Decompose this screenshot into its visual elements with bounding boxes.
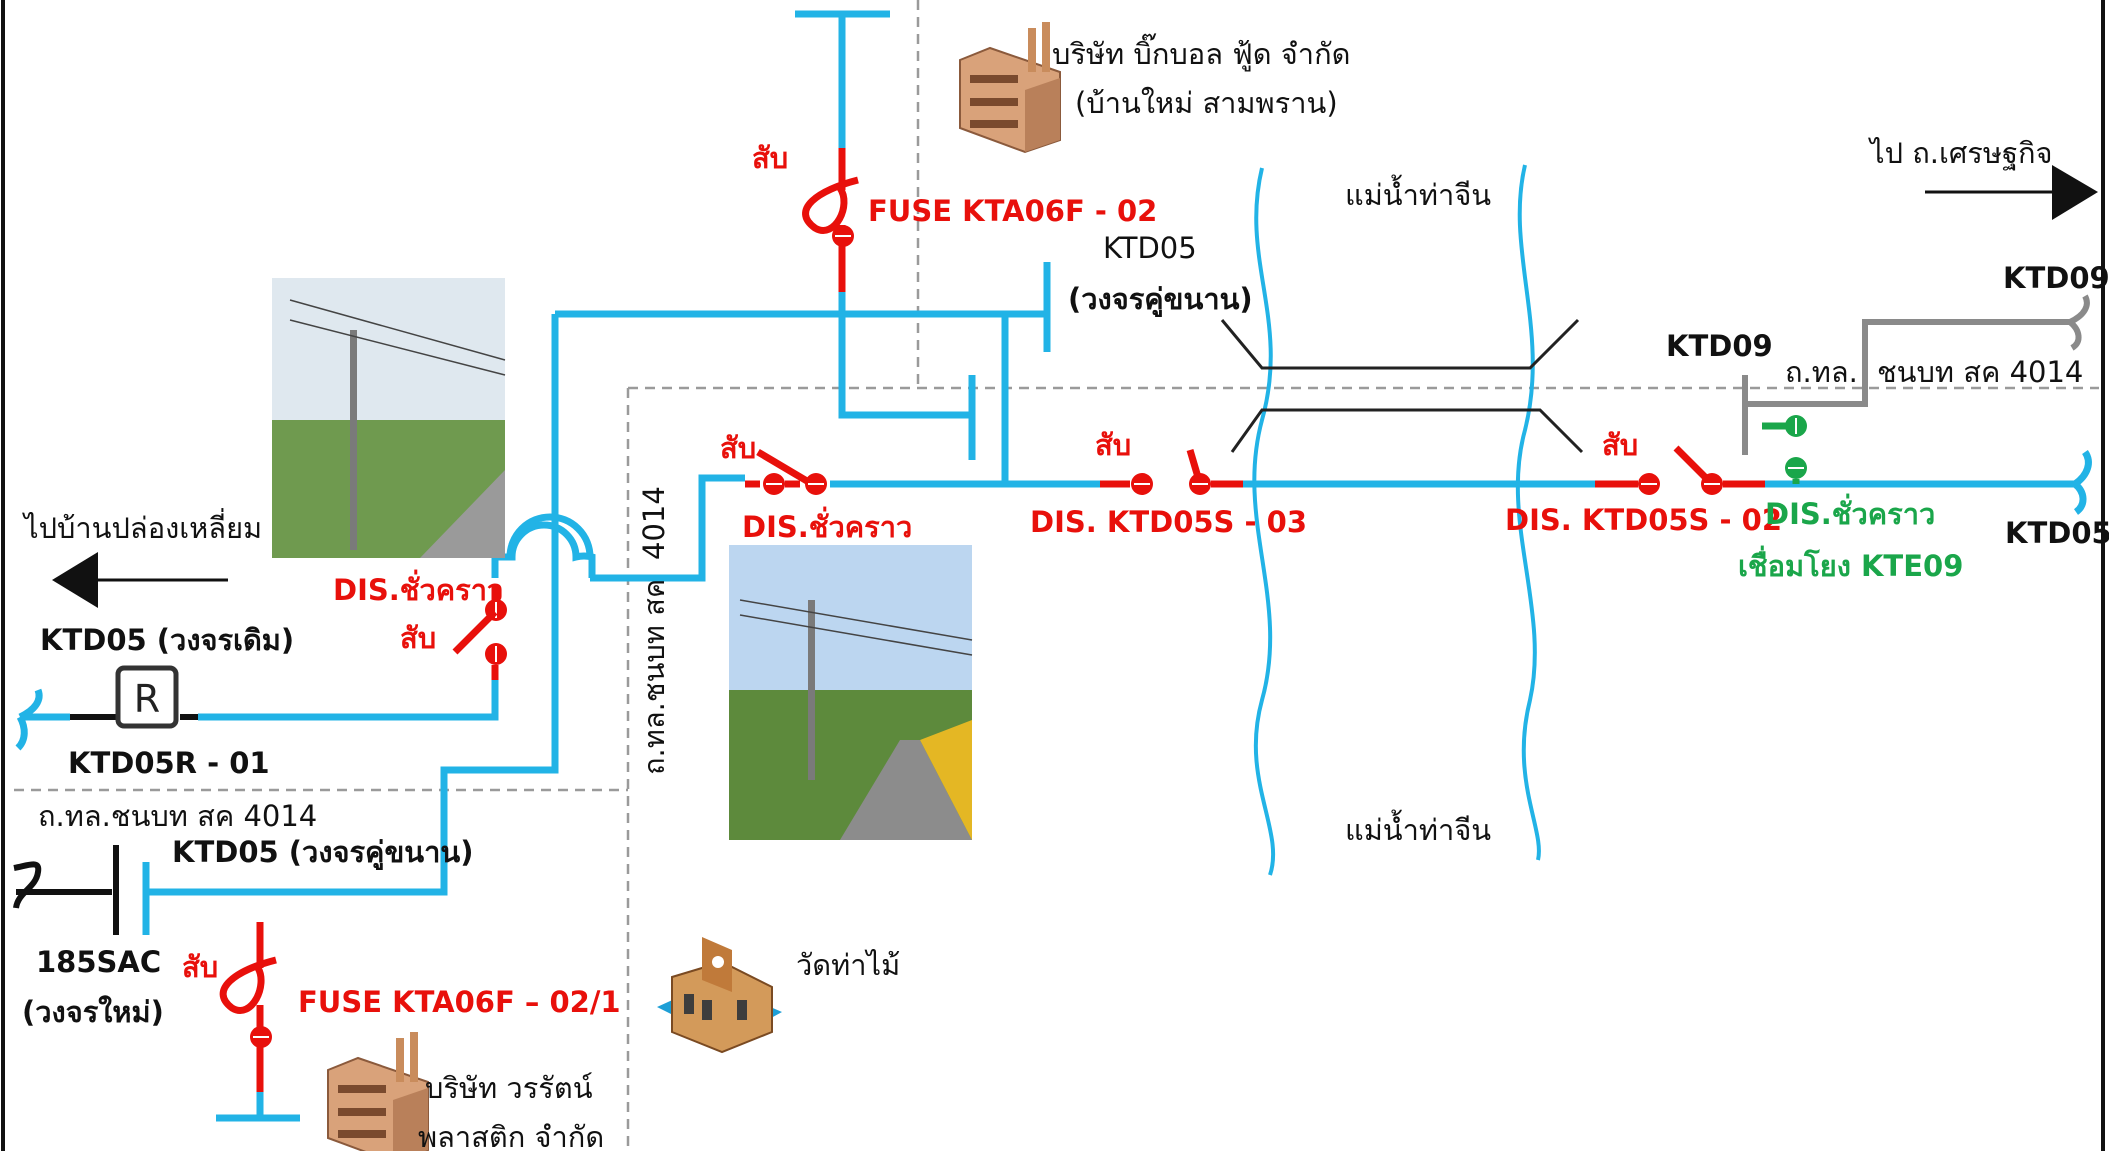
dis-temporary-2[interactable] <box>452 585 507 680</box>
factory-icon <box>959 22 1061 154</box>
ktd05-label: KTD05 <box>1103 231 1197 265</box>
dis-ktd05s-03-label: DIS. KTD05S - 03 <box>1030 505 1307 539</box>
dis-temporary-green[interactable] <box>1762 415 1807 484</box>
company-top-location: (บ้านใหม่ สามพราน) <box>1075 86 1338 120</box>
label-to-setthakit: ไป ถ.เศรษฐกิจ <box>1868 136 2053 171</box>
ktd09-label-left: KTD09 <box>1666 329 1773 363</box>
temple-label: วัดท่าไม้ <box>796 948 900 982</box>
switch-label-bottom-fuse: สับ <box>182 950 218 984</box>
company-bottom-name: บริษัท วรรัตน์ <box>425 1071 593 1105</box>
arrow-right-icon <box>1925 165 2098 220</box>
river-label-top: แม่น้ำท่าจีน <box>1345 174 1491 212</box>
arrow-left-icon <box>52 552 228 608</box>
street-photo <box>272 278 506 558</box>
ktd09-label-right: KTD09 <box>2003 261 2109 295</box>
fuse-kta06f-02[interactable] <box>802 148 859 292</box>
factory-icon <box>327 1032 429 1155</box>
road-boundaries <box>14 0 2099 1151</box>
ktd05-original-label: KTD05 (วงจรเดิม) <box>40 623 294 657</box>
dis-temp-label-green: DIS.ชั่วคราว <box>1765 493 1935 531</box>
new-circuit-label: (วงจรใหม่) <box>22 995 164 1029</box>
dis-ktd05s-03[interactable] <box>1100 449 1243 495</box>
bridge <box>1220 318 1584 454</box>
label-to-ban-plong: ไปบ้านปล่องเหลี่ยม <box>22 508 262 545</box>
road-label-vertical: ถ.ทล.ชนบท สค <box>637 579 671 775</box>
cable-185sac-label: 185SAC <box>36 945 161 979</box>
road-label-left: ถ.ทล.ชนบท สค 4014 <box>38 799 317 833</box>
cable-185sac <box>13 845 119 935</box>
switch-label-dis-2: สับ <box>400 621 436 655</box>
connect-kte09-label: เชื่อมโยง KTE09 <box>1738 545 1963 583</box>
ktd05-parallel-full-label: KTD05 (วงจรคู่ขนาน) <box>172 835 473 870</box>
feeder-ktd05 <box>15 10 2092 1122</box>
ktd05-label-right: KTD05 <box>2005 516 2109 550</box>
dis-ktd05s-02-label: DIS. KTD05S - 02 <box>1505 503 1782 537</box>
recloser-icon[interactable]: R <box>70 665 198 729</box>
road-number-vertical: 4014 <box>637 486 671 560</box>
ktd09-line <box>1742 294 2090 455</box>
dis-ktd05s-02[interactable] <box>1595 445 1765 495</box>
company-top-name: บริษัท บิ๊กบอล ฟู้ด จำกัด <box>1052 33 1350 72</box>
dis-temp-label-1: DIS.ชั่วคราว <box>742 506 912 544</box>
temple-icon <box>657 937 782 1054</box>
road-label-right-a: ถ.ทล. <box>1785 355 1858 389</box>
switch-label-dis-1: สับ <box>720 431 756 465</box>
switch-label-top-fuse: สับ <box>752 141 788 175</box>
fuse-kta06f-02-1[interactable] <box>219 922 277 1092</box>
switch-label-ktd05s-03: สับ <box>1095 428 1131 462</box>
switch-label-ktd05s-02: สับ <box>1602 428 1638 462</box>
river-label-bottom: แม่น้ำท่าจีน <box>1345 809 1491 847</box>
dis-temporary-1[interactable] <box>745 448 827 495</box>
street-photo <box>729 545 973 840</box>
ktd05-parallel-label: (วงจรคู่ขนาน) <box>1068 282 1253 317</box>
company-bottom-name2: พลาสติก จำกัด <box>418 1120 604 1151</box>
ktd05r-label: KTD05R - 01 <box>68 746 270 780</box>
svg-text:R: R <box>134 677 160 721</box>
fuse-label-bottom: FUSE KTA06F – 02/1 <box>298 985 621 1019</box>
fuse-label-top: FUSE KTA06F - 02 <box>868 194 1157 228</box>
river-tha-chin <box>1252 164 1541 876</box>
road-label-right-b: ชนบท สค 4014 <box>1877 355 2083 389</box>
dis-temp-label-2: DIS.ชั่วคราว <box>333 569 503 607</box>
